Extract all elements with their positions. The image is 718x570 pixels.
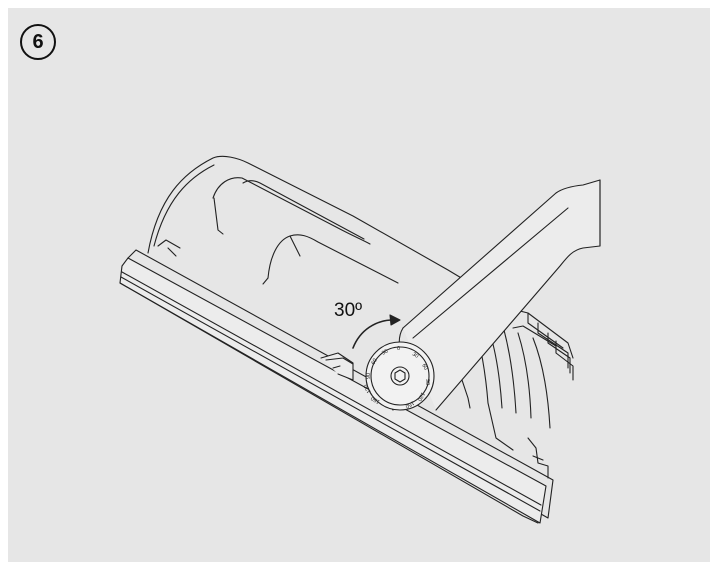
step-number: 6 — [32, 31, 44, 53]
dial-label: 90 — [424, 379, 430, 385]
mounting-bracket-arm — [398, 179, 601, 411]
dial-label: 120 — [416, 391, 426, 402]
dial-label: 120 — [363, 383, 373, 394]
dial-label: 30 — [381, 348, 389, 356]
dial-label: 60 — [420, 363, 428, 371]
tilt-angle-label: 30º — [334, 300, 363, 321]
rear-housing — [147, 155, 479, 289]
rotation-arrow — [352, 314, 401, 349]
dial-label: 60 — [371, 358, 379, 366]
dial-label: 150 — [404, 399, 415, 409]
angle-dial — [365, 341, 435, 411]
heat-sink-fins — [457, 307, 574, 479]
dial-scale-labels: 0 30 60 90 120 150 150 120 90 60 30 — [363, 346, 430, 409]
floodlight-tilt-illustration: 0 30 60 90 120 150 150 120 90 60 30 — [119, 155, 601, 524]
dial-label: 90 — [366, 373, 372, 379]
dial-label: 30 — [411, 352, 419, 360]
front-plate — [119, 249, 554, 524]
step-number-badge: 6 — [20, 24, 56, 60]
instruction-panel: 6 — [8, 8, 710, 562]
dial-label: 150 — [370, 395, 381, 405]
dial-label: 0 — [397, 346, 400, 352]
